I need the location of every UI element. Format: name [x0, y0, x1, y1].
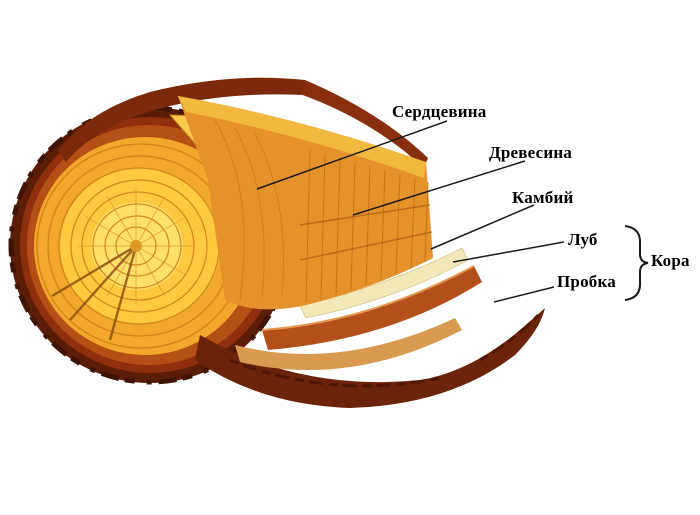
pith-rays [78, 188, 194, 304]
bast-layer [261, 265, 482, 350]
bark-group-brace [624, 225, 649, 301]
pith-dot [130, 240, 142, 252]
slab-grain [305, 149, 429, 304]
label-wood: Древесина [489, 143, 573, 162]
leader-wood [352, 160, 526, 216]
leader-cambium [430, 204, 535, 250]
leader-pith [256, 120, 448, 190]
bark-top-edge [300, 80, 428, 168]
label-cork: Пробка [557, 272, 616, 291]
bast-highlight [261, 265, 475, 331]
leader-cork [493, 286, 555, 303]
cork-texture [229, 313, 540, 388]
label-bark: Кора [651, 251, 690, 270]
leader-lines [256, 120, 565, 303]
bark-top-rim [58, 77, 318, 162]
label-pith: Сердцевина [392, 102, 487, 121]
slab-bend-grain [214, 119, 284, 301]
slab-bands [299, 204, 433, 261]
radial-cracks [51, 244, 138, 341]
slab-top-surface [178, 96, 426, 178]
leader-bast [452, 241, 565, 263]
cork-layer [195, 308, 545, 408]
bast-underside [235, 318, 462, 371]
label-bast: Луб [568, 230, 598, 249]
label-cambium: Камбий [512, 188, 574, 207]
